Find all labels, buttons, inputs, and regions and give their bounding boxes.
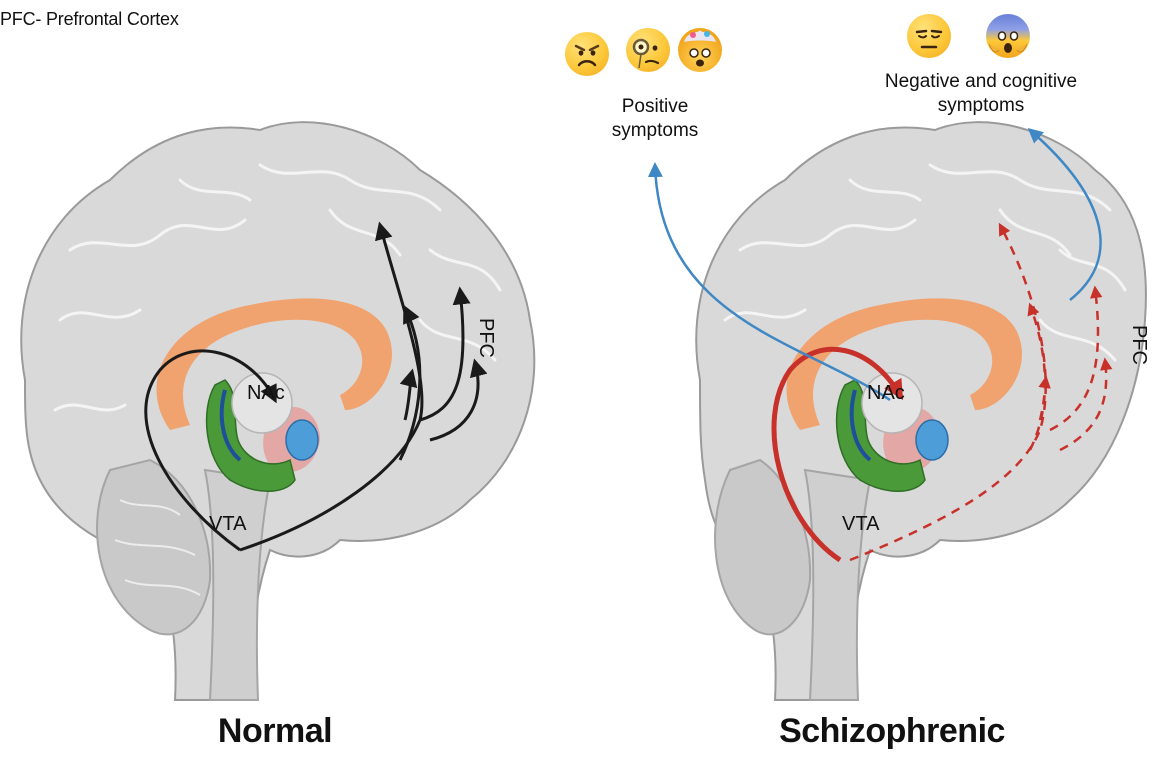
schizo-vta-label: VTA: [842, 513, 879, 536]
schizophrenic-caption: Schizophrenic: [712, 712, 1072, 751]
normal-pfc-label: PFC: [474, 318, 497, 358]
amygdala: [916, 420, 948, 460]
negative-symptoms-label: Negative and cognitive symptoms: [866, 70, 1096, 118]
exploding-head-icon: [678, 28, 722, 72]
normal-vta-label: VTA: [209, 513, 246, 536]
unamused-face-icon: [907, 14, 951, 58]
schizo-nac-label: NAc: [867, 382, 905, 405]
monocle-face-icon: [626, 28, 670, 72]
angry-face-icon: [565, 32, 609, 76]
positive-symptoms-label: Positive symptoms: [595, 95, 715, 143]
schizo-pfc-label: PFC: [1127, 325, 1150, 365]
normal-nac-label: NAc: [247, 382, 285, 405]
amygdala: [286, 420, 318, 460]
normal-caption: Normal: [95, 712, 455, 751]
fearful-face-icon: [986, 14, 1030, 58]
